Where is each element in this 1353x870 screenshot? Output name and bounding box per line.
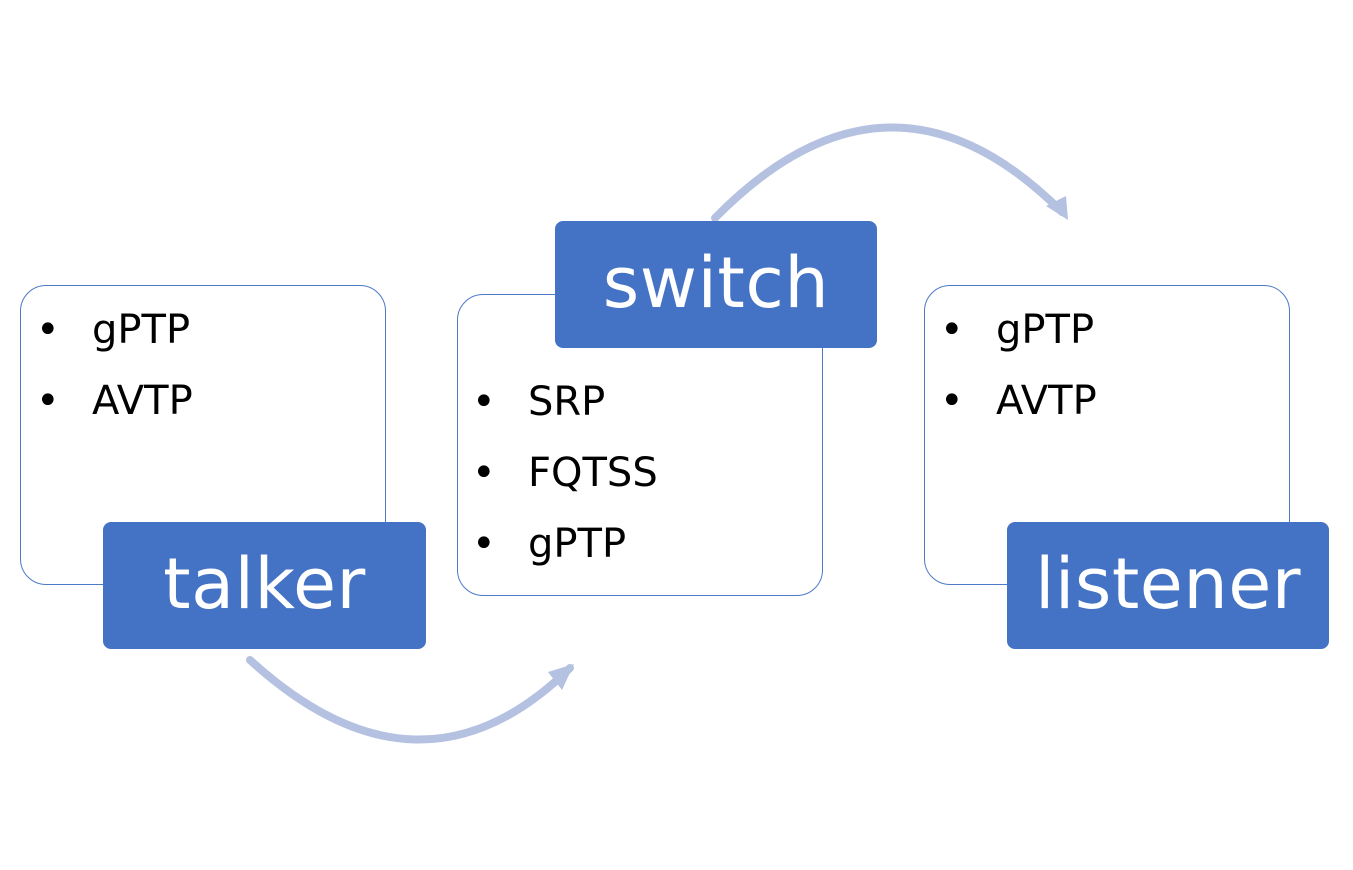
list-item: • gPTP [472, 509, 658, 580]
talker-title: talker [103, 522, 426, 649]
switch-item-label: SRP [528, 379, 606, 425]
talker-protocol-list: • gPTP • AVTP [36, 295, 193, 437]
bullet-icon: • [472, 450, 496, 496]
bullet-icon: • [940, 378, 964, 424]
list-item: • AVTP [940, 366, 1097, 437]
listener-item-label: gPTP [996, 307, 1095, 353]
listener-title: listener [1007, 522, 1329, 649]
switch-protocol-list: • SRP • FQTSS • gPTP [472, 367, 658, 580]
curved-arrow-icon-switch-to-listener [711, 123, 1066, 222]
list-item: • gPTP [940, 295, 1097, 366]
list-item: • gPTP [36, 295, 193, 366]
arrowhead-icon-talker-to-switch [548, 664, 574, 690]
switch-item-label: gPTP [528, 521, 627, 567]
arrowhead-icon-switch-to-listener [1046, 196, 1068, 220]
switch-item-label: FQTSS [528, 450, 658, 496]
curved-arrow-icon-talker-to-switch [246, 656, 574, 744]
bullet-icon: • [472, 521, 496, 567]
talker-item-label: gPTP [92, 307, 191, 353]
bullet-icon: • [940, 307, 964, 353]
list-item: • FQTSS [472, 438, 658, 509]
listener-item-label: AVTP [996, 378, 1097, 424]
list-item: • SRP [472, 367, 658, 438]
bullet-icon: • [36, 378, 60, 424]
listener-protocol-list: • gPTP • AVTP [940, 295, 1097, 437]
switch-title: switch [555, 221, 877, 348]
bullet-icon: • [472, 379, 496, 425]
bullet-icon: • [36, 307, 60, 353]
talker-item-label: AVTP [92, 378, 193, 424]
list-item: • AVTP [36, 366, 193, 437]
